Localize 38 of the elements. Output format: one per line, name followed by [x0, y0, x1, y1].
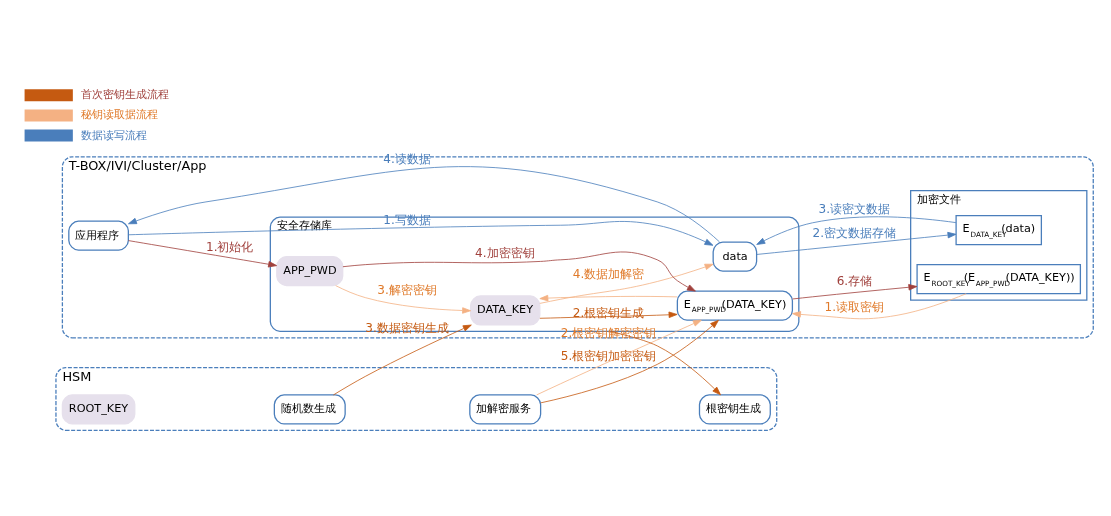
legend-label: 首次密钥生成流程 [80, 88, 169, 102]
edge-label: 6.存储 [836, 273, 873, 288]
node-box: 应用程序 [68, 220, 129, 251]
arrow [539, 263, 714, 304]
node-box: 加解密服务 [469, 394, 542, 425]
arrow [792, 293, 967, 320]
edge-label: 1.读取密钥 [824, 300, 885, 315]
node-box: APP_PWD [276, 255, 344, 287]
node-box: ROOT_KEY [61, 394, 136, 425]
edge-label: 5.根密钥加密密钥 [560, 349, 657, 364]
arrow [333, 324, 472, 396]
node-box: 根密钥生成 [698, 394, 771, 425]
node-box: E$_{APP_PWD}$(DATA_KEY) [676, 290, 794, 321]
node-box: DATA_KEY [470, 295, 541, 326]
arrow [128, 221, 714, 246]
arrow [128, 166, 720, 243]
edge-label: 4.加密密钥 [475, 246, 535, 261]
arrow [335, 285, 472, 314]
edge-label: 3.读密文数据 [818, 202, 891, 217]
arrow [540, 319, 719, 404]
arrow [792, 284, 918, 300]
arrow [539, 294, 678, 302]
edge-label: 1.初始化 [205, 239, 254, 254]
node-box: E$_{DATA_KEY}$(data) [955, 214, 1042, 246]
edge-label: 3.解密密钥 [377, 282, 437, 297]
legend-label: 秘钥读取据流程 [80, 108, 158, 122]
arrow [128, 240, 277, 268]
arrow [756, 216, 957, 245]
edge-label: 4.数据加解密 [572, 266, 645, 281]
arrow [536, 319, 702, 396]
arrow [342, 251, 696, 292]
node-box: 随机数生成 [273, 394, 346, 425]
arrow [756, 231, 957, 255]
node-box: E$_{ROOT_KEY}$(E$_{APP_PWD}$(DATA_KEY)) [916, 264, 1082, 295]
node-box: data [712, 241, 758, 272]
legend-label: 数据读写流程 [80, 128, 147, 142]
arrow [610, 331, 721, 396]
edge-label: 2.密文数据存储 [812, 226, 897, 241]
